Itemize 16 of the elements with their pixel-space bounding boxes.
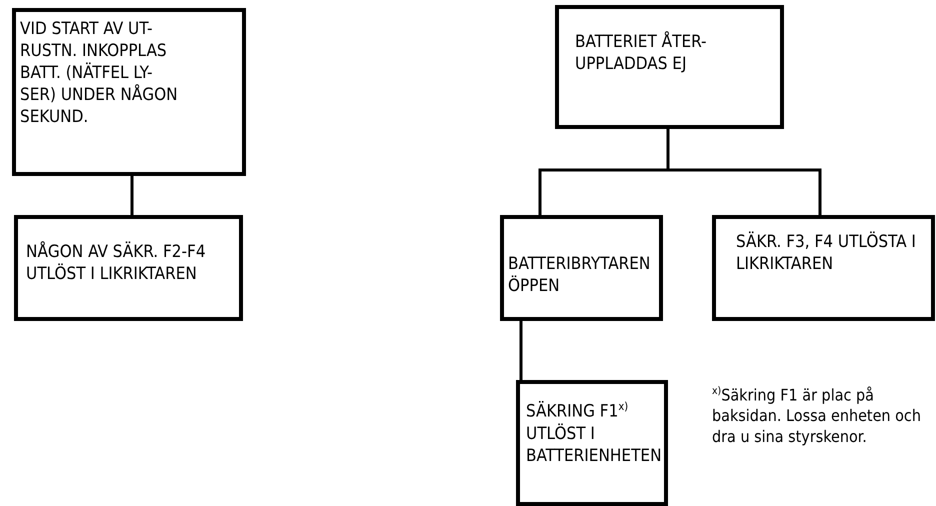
process-box <box>12 8 246 176</box>
box-text: SÄKRING F1$^{x)}$ UTLÖST I BATTERIENHETEN <box>526 400 662 467</box>
process-box <box>516 380 668 506</box>
box-text: BATTERIBRYTAREN ÖPPEN <box>508 253 652 298</box>
connector-line <box>520 321 522 380</box>
process-box <box>712 215 935 321</box>
connector-line <box>130 176 134 215</box>
box-text: BATTERIET ÅTER- UPPLADDAS EJ <box>575 31 708 76</box>
box-text: SÄKR. F3, F4 UTLÖSTA I LIKRIKTAREN <box>736 231 916 276</box>
process-box <box>500 215 663 321</box>
box-text: VID START AV UT- RUSTN. INKOPPLAS BATT. (NÄTFEL LY- SER) UNDER NÅGON SEKUND. <box>20 18 179 128</box>
footnote-text: $^{x)}$Säkring F1 är plac på baksidan. Lossa enheten och dra u sina styrskenor. <box>712 385 922 448</box>
box-text: NÅGON AV SÄKR. F2-F4 UTLÖST I LIKRIKTAREN <box>26 241 207 286</box>
process-box <box>555 5 784 129</box>
process-box <box>14 215 243 321</box>
connector-line <box>666 129 822 215</box>
